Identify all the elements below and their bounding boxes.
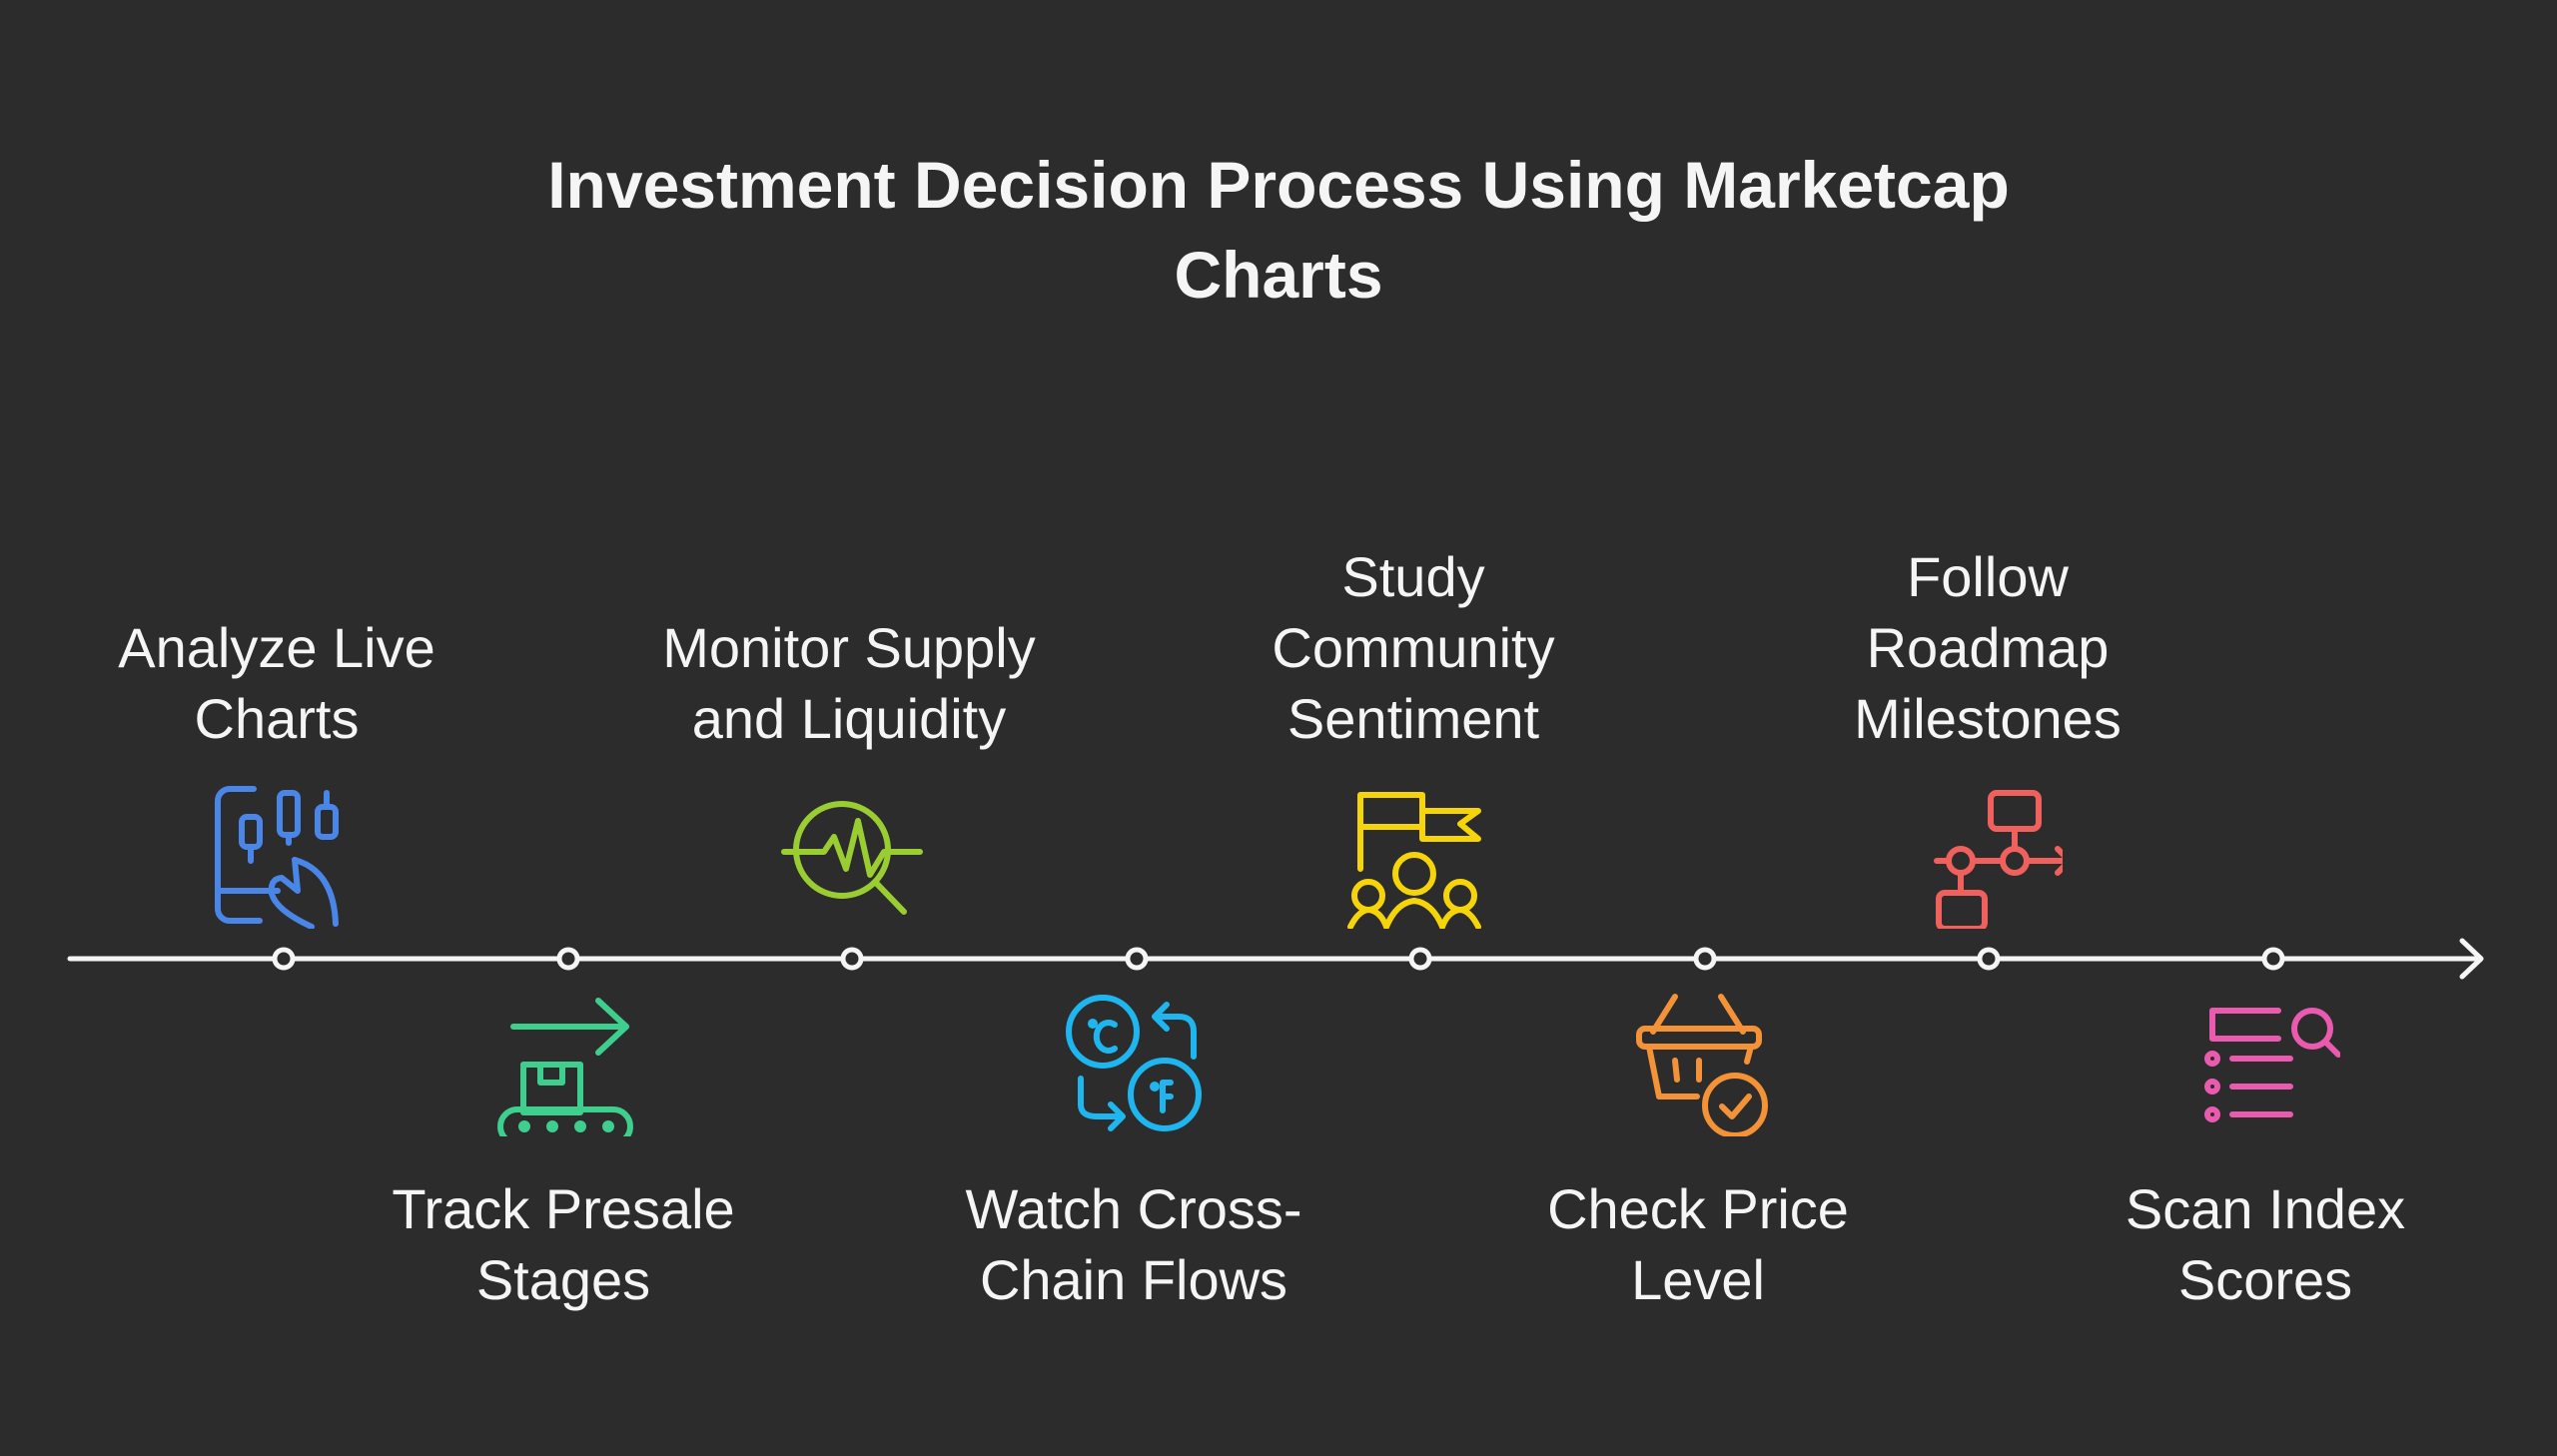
candlestick-chart-touch-icon	[202, 779, 352, 929]
step-label: Scan Index Scores	[2036, 1173, 2495, 1315]
step-label-line: Charts	[194, 687, 360, 750]
title-line-2: Charts	[1174, 238, 1383, 312]
community-flag-icon	[1338, 779, 1488, 929]
step-label: Analyze Live Charts	[47, 612, 506, 754]
timeline-node	[1408, 947, 1432, 971]
timeline-nodes	[272, 947, 2285, 971]
step-label-line: Watch Cross-	[965, 1177, 1302, 1240]
title-line-1: Investment Decision Process Using Market…	[547, 148, 2010, 222]
roadmap-flow-icon	[1913, 779, 2063, 929]
step-label-line: Level	[1631, 1248, 1765, 1311]
step-label: Watch Cross- Chain Flows	[904, 1173, 1363, 1315]
step-label-line: Study	[1341, 545, 1485, 608]
step-label-line: Check Price	[1547, 1177, 1849, 1240]
step-label-line: Track Presale	[392, 1177, 735, 1240]
step-watch-cross-chain-flows: Watch Cross- Chain Flows	[904, 979, 1363, 1338]
step-analyze-live-charts: Analyze Live Charts	[47, 0, 506, 939]
step-label-line: Roadmap	[1866, 616, 2110, 679]
step-label-line: Scores	[2177, 1248, 2353, 1311]
timeline-node	[556, 947, 580, 971]
step-track-presale-stages: Track Presale Stages	[334, 979, 793, 1338]
step-follow-roadmap-milestones: Follow Roadmap Milestones	[1758, 0, 2217, 939]
conveyor-belt-icon	[488, 987, 638, 1136]
step-check-price-level: Check Price Level	[1468, 979, 1928, 1338]
step-label-line: Chain Flows	[979, 1248, 1288, 1311]
timeline-arrowhead-icon	[2459, 938, 2484, 980]
timeline-node	[272, 947, 296, 971]
step-label: Study Community Sentiment	[1184, 541, 1643, 754]
step-label: Check Price Level	[1468, 1173, 1928, 1315]
step-study-community-sentiment: Study Community Sentiment	[1184, 0, 1643, 939]
timeline-node	[2261, 947, 2285, 971]
diagram-title: Investment Decision Process Using Market…	[0, 140, 2557, 320]
step-label: Follow Roadmap Milestones	[1758, 541, 2217, 754]
step-scan-index-scores: Scan Index Scores	[2036, 979, 2495, 1338]
step-label: Track Presale Stages	[334, 1173, 793, 1315]
step-label-line: Analyze Live	[118, 616, 435, 679]
step-label-line: Monitor Supply	[662, 616, 1036, 679]
list-search-icon	[2190, 987, 2340, 1136]
step-label-line: Follow	[1907, 545, 2069, 608]
timeline-node	[1977, 947, 2001, 971]
basket-check-icon	[1623, 987, 1773, 1136]
timeline-node	[1693, 947, 1717, 971]
temperature-convert-icon	[1059, 987, 1209, 1136]
step-label-line: Milestones	[1854, 687, 2122, 750]
timeline-node	[840, 947, 864, 971]
step-label-line: Stages	[475, 1248, 651, 1311]
step-label-line: Scan Index	[2125, 1177, 2406, 1240]
step-label-line: Sentiment	[1286, 687, 1540, 750]
step-label: Monitor Supply and Liquidity	[619, 612, 1079, 754]
step-monitor-supply-liquidity: Monitor Supply and Liquidity	[619, 0, 1079, 939]
pulse-search-icon	[774, 779, 924, 929]
step-label-line: Community	[1272, 616, 1555, 679]
step-label-line: and Liquidity	[691, 687, 1007, 750]
timeline-node	[1125, 947, 1149, 971]
